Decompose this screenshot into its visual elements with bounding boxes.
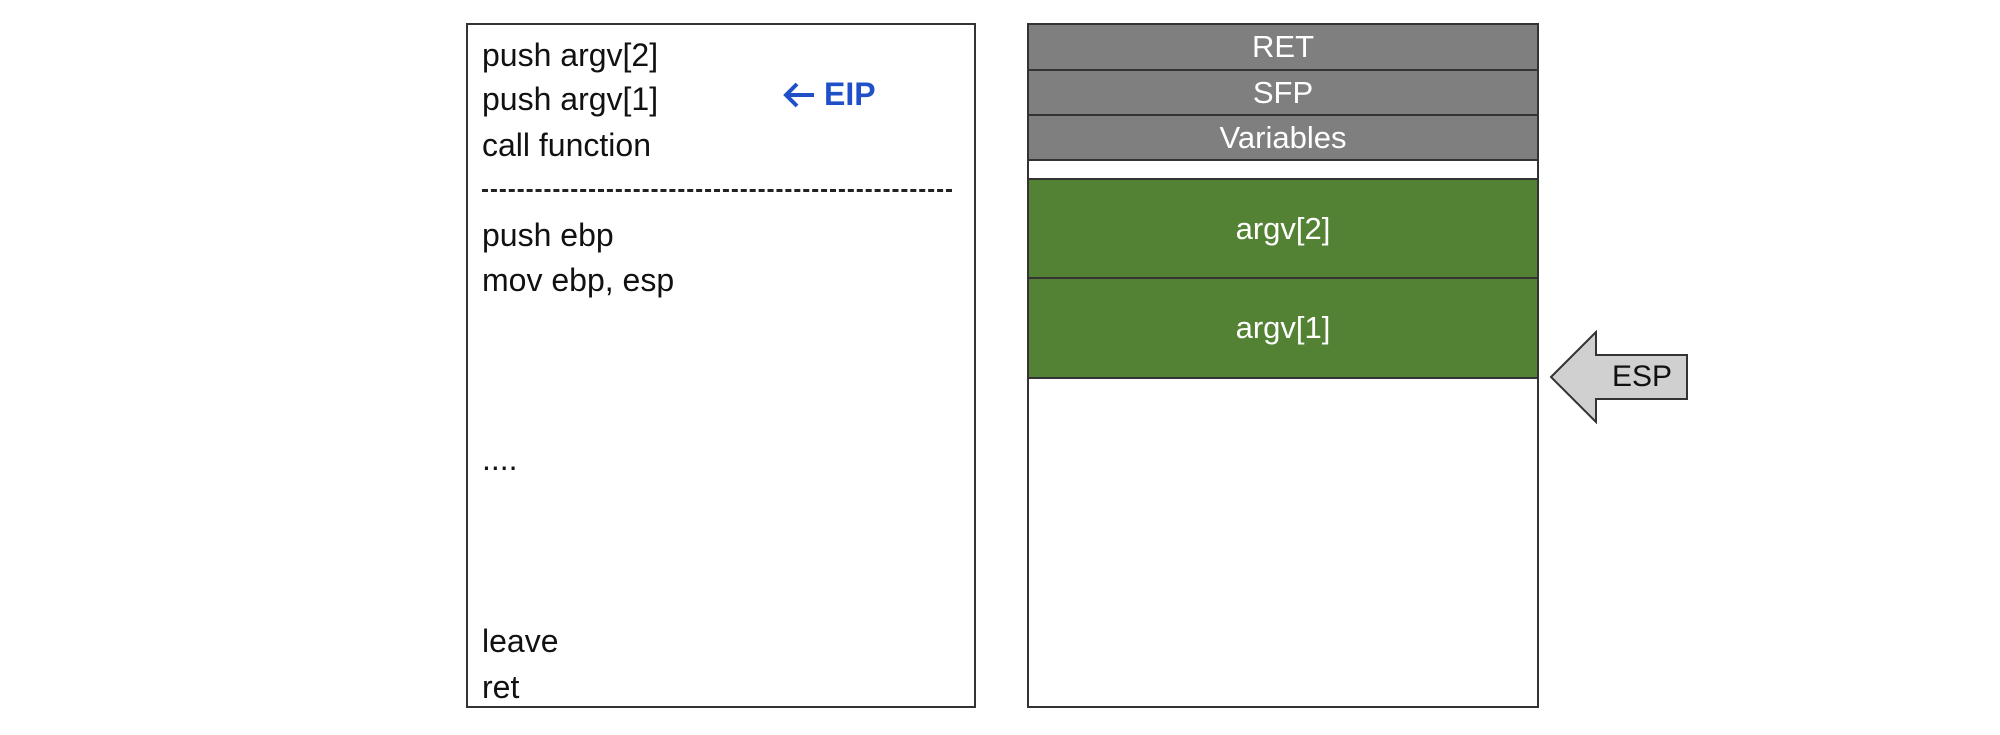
stack-cell-ret: RET — [1029, 25, 1537, 71]
code-line-push-ebp: push ebp — [482, 217, 614, 253]
code-panel: push argv[2] push argv[1] call function … — [466, 23, 976, 708]
stack-cell-variables: Variables — [1029, 116, 1537, 161]
stack-cell-sfp: SFP — [1029, 71, 1537, 116]
code-line-push-argv2: push argv[2] — [482, 37, 659, 73]
code-separator — [482, 189, 952, 192]
stack-cell-label: argv[1] — [1235, 310, 1331, 345]
stack-cell-label: RET — [1252, 29, 1314, 64]
code-line-mov-ebp-esp: mov ebp, esp — [482, 262, 675, 298]
code-line-leave: leave — [482, 623, 559, 659]
code-line-ret: ret — [482, 669, 520, 705]
stack-cell-label: argv[2] — [1235, 210, 1331, 246]
stack-cell-argv1: argv[1] — [1029, 279, 1537, 379]
code-line-push-argv1: push argv[1] — [482, 81, 659, 117]
esp-label: ESP — [1611, 360, 1673, 393]
eip-label: EIP — [824, 76, 876, 112]
stack-cell-label: Variables — [1219, 119, 1347, 155]
esp-pointer: ESP — [1549, 330, 1689, 424]
stack-cell-label: SFP — [1252, 74, 1314, 110]
left-block-arrow-icon — [1549, 330, 1688, 424]
code-line-ellipsis: .... — [482, 441, 518, 477]
stack-panel: RET SFP Variables argv[2] argv[1] — [1027, 23, 1539, 708]
left-arrow-icon — [783, 82, 814, 107]
stack-cell-argv2: argv[2] — [1029, 178, 1537, 279]
code-line-call-function: call function — [482, 127, 651, 163]
eip-pointer: EIP — [782, 76, 876, 113]
